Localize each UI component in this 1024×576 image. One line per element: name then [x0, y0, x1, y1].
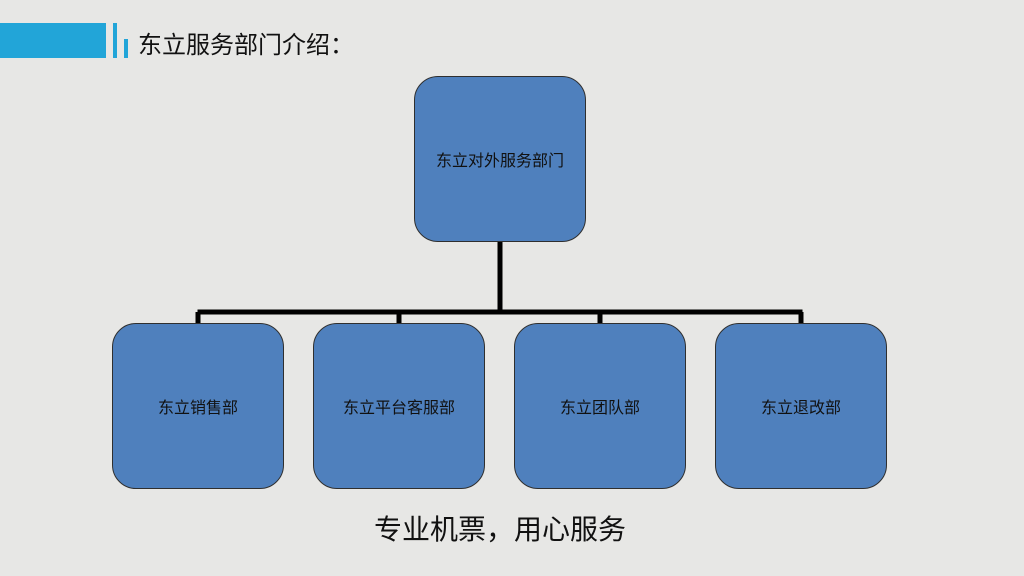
slogan: 专业机票，用心服务	[373, 513, 626, 546]
org-child-sales: 东立销售部	[112, 323, 284, 489]
accent-stripe-short	[124, 39, 128, 58]
org-child-label: 东立销售部	[157, 398, 238, 417]
org-child-refund-change: 东立退改部	[715, 323, 887, 489]
org-child-platform-service: 东立平台客服部	[313, 323, 485, 489]
slide-title: 东立服务部门介绍：	[138, 31, 354, 59]
org-child-label: 东立平台客服部	[342, 398, 455, 417]
org-child-team: 东立团队部	[514, 323, 686, 489]
accent-stripe	[113, 23, 117, 58]
accent-bar	[0, 23, 106, 58]
org-child-label: 东立退改部	[760, 398, 841, 417]
org-root-box: 东立对外服务部门	[414, 76, 586, 242]
org-child-label: 东立团队部	[559, 398, 640, 417]
org-root-label: 东立对外服务部门	[435, 151, 564, 170]
